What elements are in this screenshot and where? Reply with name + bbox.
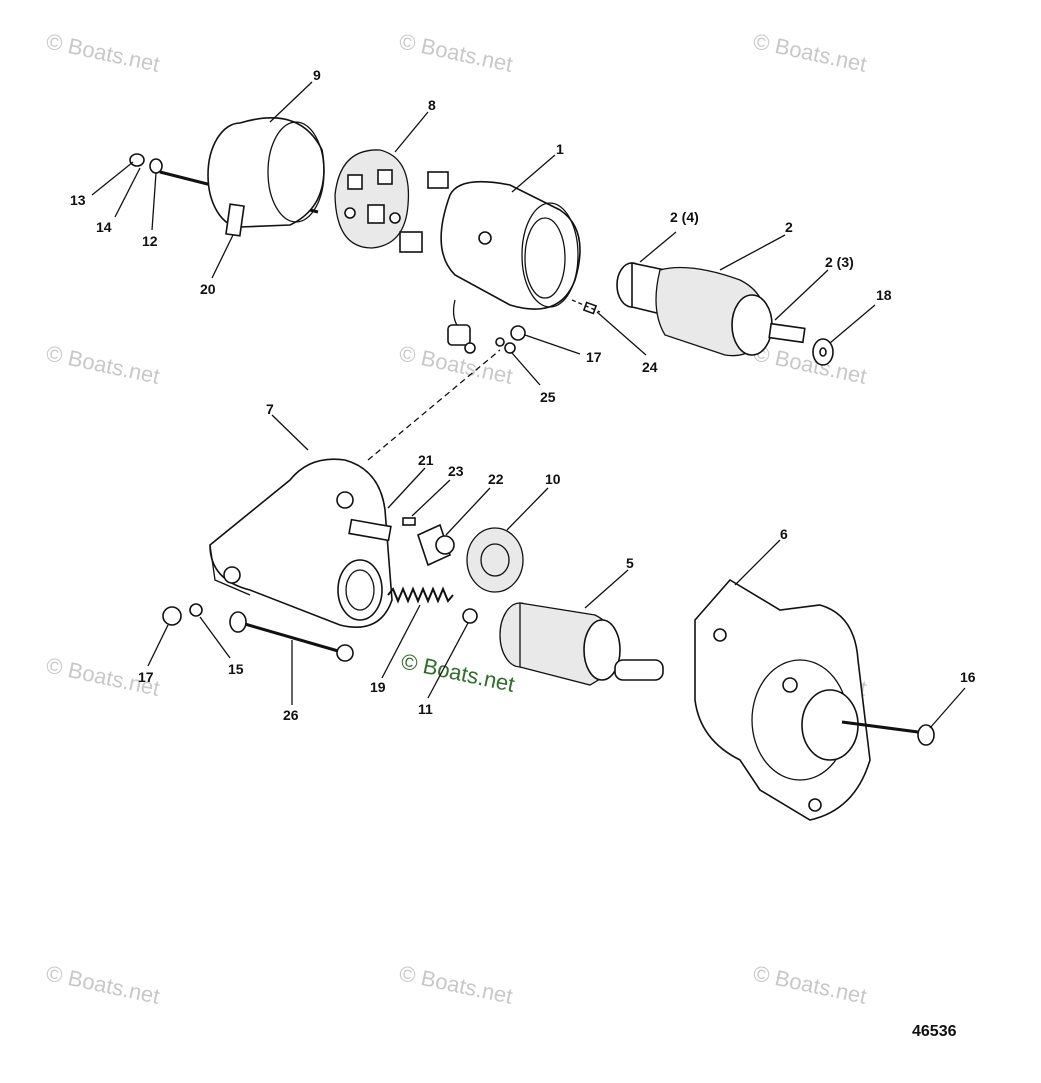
thrust-washer-part — [812, 338, 834, 366]
watermark: © Boats.net — [397, 28, 515, 76]
armature-part — [616, 262, 806, 357]
watermark: © Boats.net — [751, 960, 869, 1008]
field-frame-part — [399, 171, 581, 354]
drive-clutch-part — [499, 602, 664, 686]
drive-housing-part — [209, 458, 393, 629]
nut-washer-bottom — [162, 603, 203, 626]
callout-labels: 9 8 1 13 14 12 20 2 (4) 2 2 (3) 18 17 24… — [70, 67, 976, 723]
callout-17: 17 — [138, 669, 154, 685]
callout-6: 6 — [780, 526, 788, 542]
brush-holder-part — [334, 149, 410, 249]
callout-14: 14 — [96, 219, 112, 235]
callout-17: 17 — [586, 349, 602, 365]
callout-19: 19 — [370, 679, 386, 695]
callout-1: 1 — [556, 141, 564, 157]
collar-part — [417, 523, 455, 567]
steel-ball-part — [462, 608, 478, 624]
callout-26: 26 — [283, 707, 299, 723]
nut-washer-top — [504, 325, 526, 354]
callout-15: 15 — [228, 661, 244, 677]
callout-8: 8 — [428, 97, 436, 113]
callout-25: 25 — [540, 389, 556, 405]
callout-11: 11 — [418, 701, 433, 717]
callout-24: 24 — [642, 359, 658, 375]
watermarks: © Boats.net © Boats.net © Boats.net © Bo… — [44, 28, 869, 1008]
callout-12: 12 — [142, 233, 158, 249]
watermark: © Boats.net — [751, 340, 869, 388]
callout-16: 16 — [960, 669, 976, 685]
callout-2: 2 — [785, 219, 793, 235]
key-part — [582, 301, 598, 315]
leader-lines — [91, 81, 966, 729]
cover-band-part — [207, 117, 325, 237]
front-housing-part — [694, 578, 871, 821]
mounting-bolt-part — [841, 720, 935, 746]
callout-21: 21 — [418, 452, 434, 468]
callout-18: 18 — [876, 287, 892, 303]
watermark: © Boats.net — [44, 960, 162, 1008]
callout-23: 23 — [448, 463, 464, 479]
watermark: © Boats.net — [397, 960, 515, 1008]
watermark: © Boats.net — [44, 340, 162, 388]
watermark: © Boats.net — [397, 340, 515, 388]
callout-9: 9 — [313, 67, 321, 83]
callout-10: 10 — [545, 471, 561, 487]
stud-bolt-part — [229, 611, 354, 662]
callout-2-3: 2 (3) — [825, 254, 854, 270]
spring-part — [387, 586, 454, 604]
callout-13: 13 — [70, 192, 86, 208]
callout-22: 22 — [488, 471, 504, 487]
callout-5: 5 — [626, 555, 634, 571]
callout-20: 20 — [200, 281, 216, 297]
watermark-center: © Boats.net — [399, 648, 517, 696]
watermark: © Boats.net — [44, 28, 162, 76]
pinion-gear-part — [466, 527, 524, 593]
figure-number: 46536 — [912, 1023, 957, 1040]
key-small-part — [402, 517, 416, 526]
callout-7: 7 — [266, 401, 274, 417]
callout-2-4: 2 (4) — [670, 209, 699, 225]
watermark: © Boats.net — [751, 28, 869, 76]
